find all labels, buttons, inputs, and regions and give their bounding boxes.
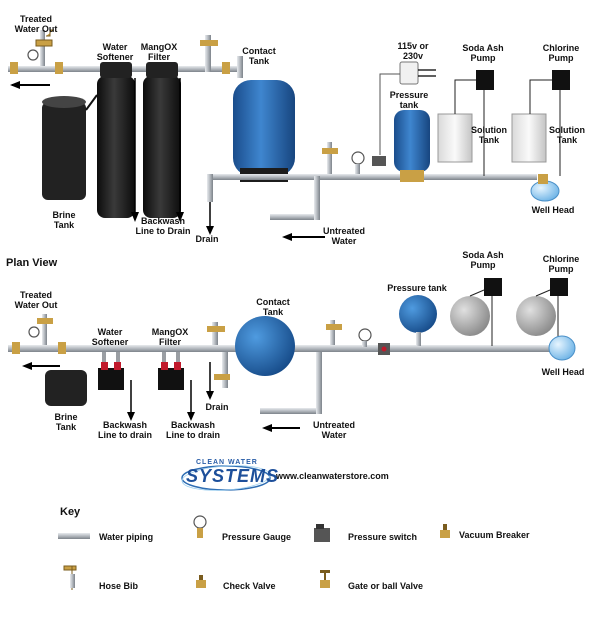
pressure-tank [394, 110, 430, 172]
label-drain: Drain [195, 234, 219, 244]
key-icons [58, 515, 450, 590]
plan-label-drain: Drain [205, 402, 229, 412]
key-label-water-piping: Water piping [99, 532, 154, 542]
label-backwash: Backwash Line to Drain [135, 216, 191, 236]
plan-view-title: Plan View [6, 257, 58, 269]
key-label-pressure-gauge: Pressure Gauge [222, 532, 292, 542]
key-title: Key [60, 506, 81, 518]
pressure-gauge-icon [27, 49, 39, 61]
plan-well-head [548, 335, 576, 361]
key-water-piping-icon [58, 533, 90, 539]
plan-brine-tank [45, 370, 87, 406]
plan-label-brine-tank: Brine Tank [54, 412, 78, 432]
solution-tank-soda-ash [437, 113, 473, 163]
plan-view [8, 278, 576, 432]
logo-mark [181, 465, 271, 491]
plan-label-water-softener: Water Softener [91, 327, 129, 347]
plan-label-untreated-water: Untreated Water [312, 420, 355, 440]
elevation-view [8, 29, 570, 241]
plan-label-contact-tank: Contact Tank [256, 297, 290, 317]
label-power: 115v or 230v [397, 41, 429, 61]
logo-systems-text: SYSTEMS [186, 466, 280, 486]
key-label-gate-valve: Gate or ball Valve [348, 581, 424, 591]
plan-label-backwash-1: Backwash Line to drain [98, 420, 152, 440]
plan-label-chlorine-pump: Chlorine Pump [542, 254, 580, 274]
label-pressure-tank: Pressure tank [389, 90, 429, 110]
plan-filter-head [158, 368, 184, 390]
label-chlorine-pump: Chlorine Pump [542, 43, 580, 63]
key-hose-bib-icon [63, 565, 77, 590]
plan-label-soda-ash-pump: Soda Ash Pump [462, 250, 504, 270]
water-softener-tank [97, 76, 135, 218]
plan-soda-ash-pump [484, 278, 502, 296]
key-label-hose-bib: Hose Bib [99, 581, 139, 591]
label-solution-tank-1: Solution Tank [471, 125, 507, 145]
brine-tank [42, 102, 86, 200]
label-mangox-filter: MangOX Filter [140, 42, 178, 62]
key-check-valve-icon [196, 575, 206, 588]
label-well-head: Well Head [531, 205, 575, 215]
plan-solution-tank-1 [450, 296, 490, 336]
plan-label-backwash-2: Backwash Line to drain [166, 420, 220, 440]
plan-softener-head [98, 368, 124, 390]
label-water-softener: Water Softener [96, 42, 134, 62]
logo-clean-water-text: CLEAN WATER [196, 459, 258, 466]
plan-contact-tank [235, 316, 295, 376]
soda-ash-pump [476, 70, 494, 90]
key-vacuum-breaker-icon [440, 524, 450, 538]
website-url: www.cleanwaterstore.com [276, 471, 389, 481]
mangox-filter-tank [143, 76, 181, 218]
plan-label-well-head: Well Head [541, 367, 585, 377]
key-pressure-gauge-icon [193, 515, 207, 538]
label-treated-water-out: Treated Water Out [14, 14, 58, 34]
hose-bib-icon [35, 29, 54, 47]
chlorine-pump [552, 70, 570, 90]
pipe-bottom-main [207, 174, 537, 180]
plan-label-treated-water-out: Treated Water Out [14, 290, 58, 310]
label-soda-ash-pump: Soda Ash Pump [462, 43, 504, 63]
key-gate-valve-icon [320, 570, 330, 588]
plan-label-mangox-filter: MangOX Filter [151, 327, 189, 347]
label-brine-tank: Brine Tank [52, 210, 76, 230]
label-solution-tank-2: Solution Tank [549, 125, 585, 145]
plan-label-pressure-tank: Pressure tank [387, 283, 447, 293]
plan-solution-tank-2 [516, 296, 556, 336]
key-label-vacuum-breaker: Vacuum Breaker [459, 530, 530, 540]
solution-tank-chlorine [511, 113, 547, 163]
contact-tank [233, 80, 295, 176]
label-contact-tank: Contact Tank [242, 46, 276, 66]
plan-chlorine-pump [550, 278, 568, 296]
plan-pressure-tank [399, 295, 437, 333]
power-outlet [399, 61, 419, 85]
label-untreated-water: Untreated Water [322, 226, 365, 246]
key-label-pressure-switch: Pressure switch [348, 532, 418, 542]
key-pressure-switch-icon [314, 524, 330, 542]
key-label-check-valve: Check Valve [223, 581, 276, 591]
